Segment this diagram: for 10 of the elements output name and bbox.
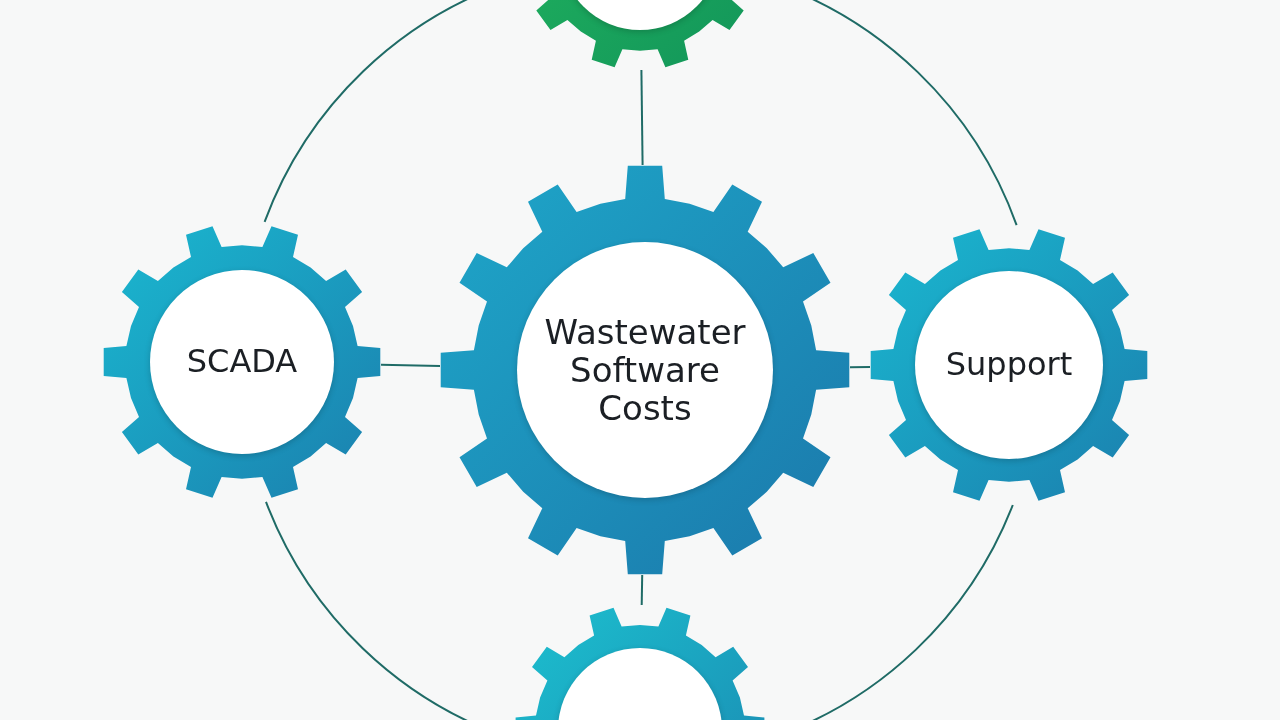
gear-label: Support xyxy=(945,347,1073,383)
connector-line xyxy=(849,365,871,369)
connector-line xyxy=(640,574,644,606)
gear xyxy=(440,165,850,575)
gear xyxy=(870,226,1148,504)
connector-line xyxy=(380,363,441,367)
gear-label: SCADA xyxy=(186,344,298,380)
gear-label: Wastewater Software Costs xyxy=(543,312,747,428)
gear xyxy=(103,223,381,501)
connector-line xyxy=(640,69,644,166)
